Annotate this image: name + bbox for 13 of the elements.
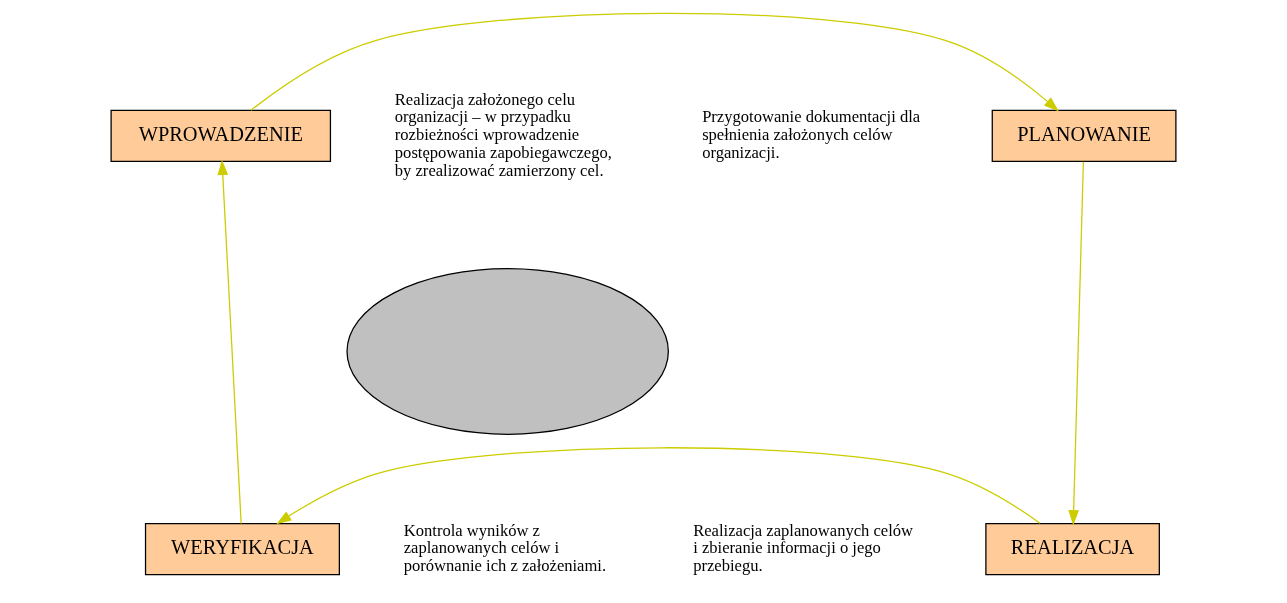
node-box: WPROWADZENIE bbox=[110, 109, 332, 163]
node-text: Realizacja zaplanowanych celów i zbieranie informacji o jego przebiegu. bbox=[693, 520, 914, 576]
node-box: REALIZACJA bbox=[985, 522, 1160, 576]
node-text: Przygotowanie dokumentacji dla spełnienia założonych celów organizacji. bbox=[702, 107, 921, 163]
node-ellipse bbox=[346, 267, 669, 435]
node-box: WERYFIKACJA bbox=[144, 522, 340, 576]
arrow bbox=[1068, 161, 1085, 526]
arrow bbox=[217, 159, 242, 525]
arrow bbox=[250, 12, 1059, 112]
node-text: Realizacja założonego celu organizacji – w przypadku rozbieżności wprowadzenie postępowania zapobiegawczego, by zrealizować zamierzony cel. bbox=[394, 89, 612, 180]
arrow bbox=[276, 447, 1041, 525]
node-box: PLANOWANIE bbox=[991, 109, 1177, 163]
node-text: Kontrola wyników z zaplanowanych celów i porównanie ich z założeniami. bbox=[403, 520, 607, 576]
